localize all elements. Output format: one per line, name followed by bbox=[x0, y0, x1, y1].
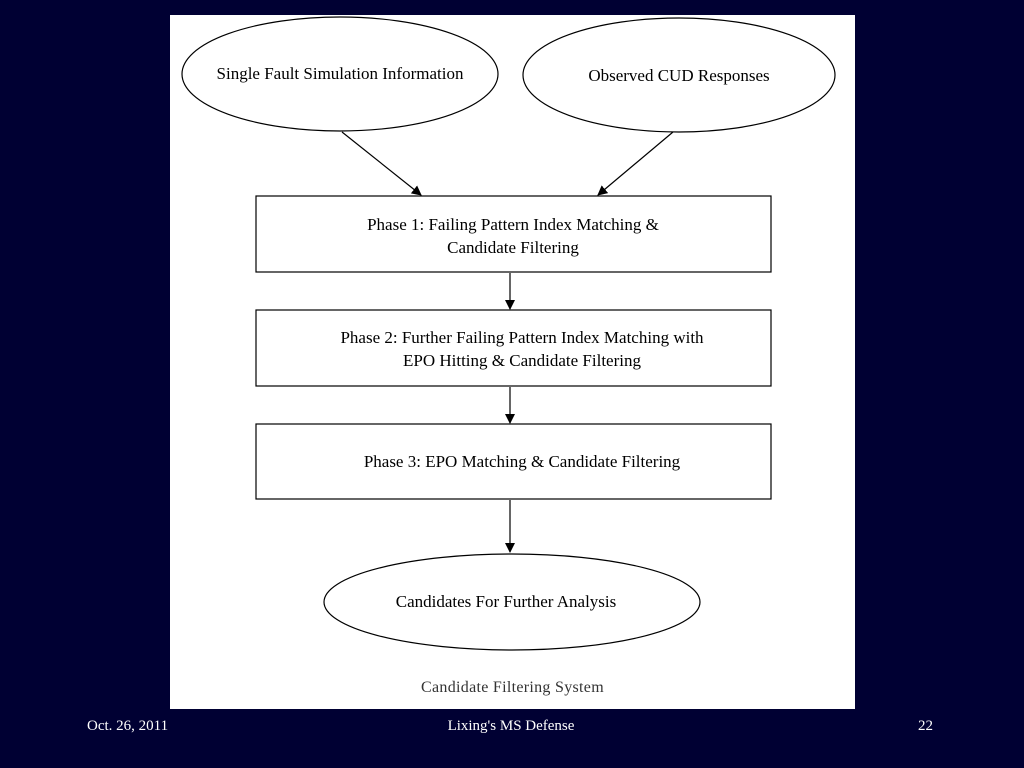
page-number: 22 bbox=[918, 718, 933, 734]
node-phase2: Phase 2: Further Failing Pattern Index M… bbox=[255, 309, 772, 387]
node-phase1-line2: Candidate Filtering bbox=[447, 238, 579, 257]
node-input-simulation-label: Single Fault Simulation Information bbox=[217, 64, 464, 83]
node-output-label: Candidates For Further Analysis bbox=[396, 592, 617, 611]
node-phase1-line1: Phase 1: Failing Pattern Index Matching … bbox=[367, 215, 659, 234]
node-input-observed-label: Observed CUD Responses bbox=[588, 66, 769, 85]
node-phase3-label: Phase 3: EPO Matching & Candidate Filter… bbox=[364, 452, 681, 471]
flowchart: Single Fault Simulation Information Obse… bbox=[181, 16, 836, 651]
node-output: Candidates For Further Analysis bbox=[323, 553, 701, 651]
node-input-observed: Observed CUD Responses bbox=[522, 17, 836, 133]
footer-title-text: Lixing's MS Defense bbox=[447, 718, 575, 734]
node-phase3: Phase 3: EPO Matching & Candidate Filter… bbox=[255, 423, 772, 500]
footer-date: Oct. 26, 2011 bbox=[87, 718, 169, 734]
edge-simulation-to-phase1 bbox=[341, 131, 422, 196]
node-input-simulation: Single Fault Simulation Information bbox=[181, 16, 499, 132]
node-phase1: Phase 1: Failing Pattern Index Matching … bbox=[255, 195, 772, 273]
diagram-figure: Single Fault Simulation Information Obse… bbox=[170, 15, 855, 709]
node-phase2-line2: EPO Hitting & Candidate Filtering bbox=[403, 351, 641, 370]
edge-observed-to-phase1 bbox=[597, 131, 674, 196]
footer-title: Lixing's MS Defense bbox=[0, 718, 1024, 735]
diagram-caption: Candidate Filtering System bbox=[421, 679, 604, 696]
node-phase2-line1: Phase 2: Further Failing Pattern Index M… bbox=[340, 328, 704, 347]
